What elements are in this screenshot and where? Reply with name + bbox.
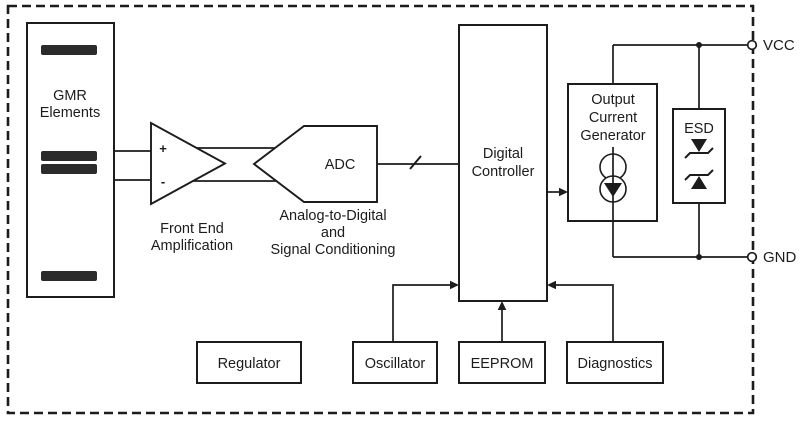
wire-diagnostics-to-controller (555, 284, 614, 342)
zener-diode-icon (691, 139, 707, 152)
vcc-label: VCC (763, 37, 795, 54)
gmr-label-line1: GMR (53, 88, 87, 104)
digital-controller-box (458, 24, 548, 302)
diagnostics-box (566, 341, 664, 384)
opamp-triangle-icon (150, 121, 227, 206)
eeprom-label: EEPROM (471, 356, 534, 372)
current-direction-arrow-icon (604, 183, 622, 197)
ocg-label-line1: Output (591, 92, 635, 108)
adc-caption-line3: Signal Conditioning (271, 242, 396, 258)
arrowhead-right-icon (450, 280, 459, 290)
zener-diode-icon (691, 176, 707, 189)
gnd-terminal-icon (746, 251, 758, 263)
wire-oscillator-to-controller (392, 284, 451, 342)
gmr-bar-icon (41, 271, 97, 281)
frontend-caption-line2: Amplification (151, 238, 233, 254)
arrowhead-left-icon (547, 280, 556, 290)
diagnostics-label: Diagnostics (578, 356, 653, 372)
adc-block (252, 125, 378, 203)
vcc-terminal-icon (746, 39, 758, 51)
controller-label-line2: Controller (472, 164, 535, 180)
gmr-bar-icon (41, 151, 97, 161)
regulator-box (196, 341, 302, 384)
arrowhead-right-icon (559, 187, 568, 197)
adc-caption-line1: Analog-to-Digital (279, 208, 386, 224)
bus-slash-icon (409, 155, 422, 170)
ocg-label-line2: Current (589, 110, 637, 126)
ocg-label-line3: Generator (580, 128, 645, 144)
chip-boundary (6, 4, 755, 415)
esd-label: ESD (684, 121, 714, 137)
oscillator-box (352, 341, 438, 384)
controller-label-line1: Digital (483, 146, 523, 162)
frontend-caption-line1: Front End (160, 221, 224, 237)
oscillator-label: Oscillator (365, 356, 426, 372)
zener-bar-icon (684, 169, 714, 181)
opamp-plus-sign: + (159, 141, 167, 156)
regulator-label: Regulator (218, 356, 281, 372)
gnd-label: GND (763, 249, 797, 266)
arrowhead-up-icon (497, 301, 507, 310)
gmr-bar-icon (41, 164, 97, 174)
opamp-minus-sign: - (161, 174, 165, 189)
eeprom-box (458, 341, 546, 384)
gmr-label-line2: Elements (40, 105, 100, 121)
adc-label: ADC (325, 157, 356, 173)
gmr-bar-icon (41, 45, 97, 55)
esd-label-mask (685, 120, 713, 135)
junction-dot-icon (696, 254, 702, 260)
zener-bar-icon (684, 147, 714, 159)
junction-dot-icon (696, 42, 702, 48)
adc-caption-line2: and (321, 225, 345, 241)
